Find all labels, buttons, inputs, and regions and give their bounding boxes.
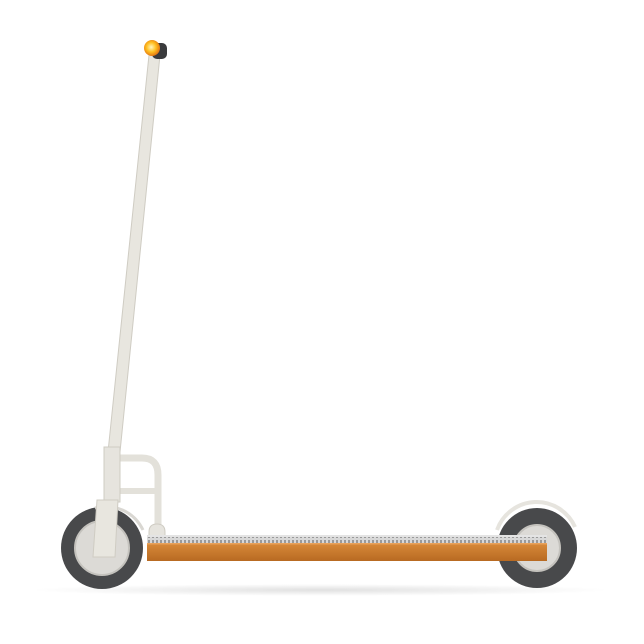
deck-grip-tape bbox=[147, 536, 547, 543]
steering-stem bbox=[107, 54, 161, 453]
ground-shadow bbox=[30, 584, 610, 596]
deck-wood bbox=[147, 543, 547, 561]
front-fork bbox=[92, 499, 119, 558]
stem-sleeve bbox=[103, 446, 121, 503]
headlight-icon bbox=[144, 40, 167, 59]
stem-bracket bbox=[117, 454, 162, 528]
rear-fender bbox=[495, 500, 577, 531]
